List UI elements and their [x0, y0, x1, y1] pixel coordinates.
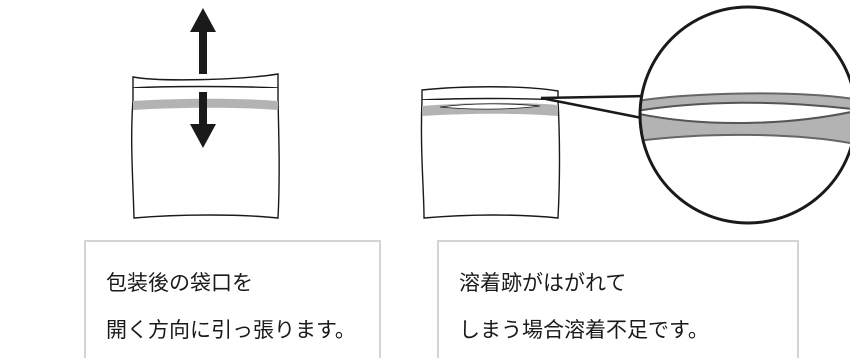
- caption-box-right: 溶着跡がはがれて しまう場合溶着不足です。: [437, 240, 799, 358]
- peeled-gap-zoom: [640, 101, 850, 124]
- caption-line-2: 開く方向に引っ張ります。: [106, 318, 356, 342]
- arrow-up-icon: [190, 8, 216, 74]
- bag-top-lip: [132, 73, 279, 89]
- bag-body: [131, 88, 280, 219]
- caption-line-1: 包装後の袋口を: [106, 271, 253, 295]
- bag-top-lip: [421, 86, 559, 101]
- caption-box-left: 包装後の袋口を 開く方向に引っ張ります。: [84, 240, 381, 358]
- caption-line-1: 溶着跡がはがれて: [459, 271, 627, 295]
- bag-seal-failure: [420, 86, 561, 219]
- bag-pull-test: [131, 73, 280, 219]
- caption-line-2: しまう場合溶着不足です。: [459, 318, 709, 342]
- bag-body: [420, 99, 561, 219]
- peeled-gap: [439, 103, 541, 110]
- callout-pointer: [540, 94, 653, 122]
- magnifier-circle: [638, 5, 850, 225]
- arrow-down-icon: [190, 92, 216, 148]
